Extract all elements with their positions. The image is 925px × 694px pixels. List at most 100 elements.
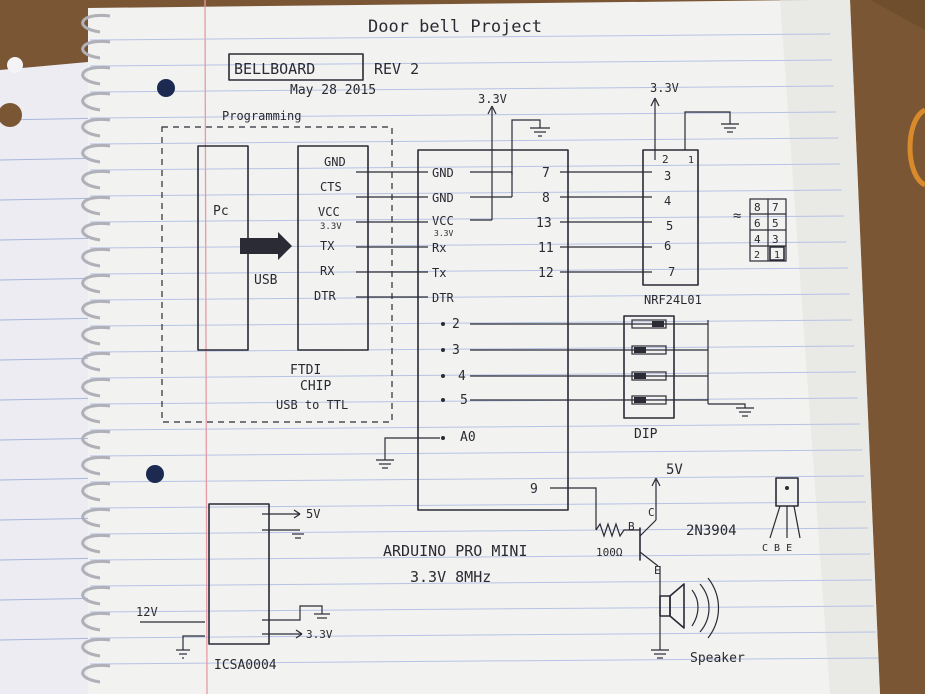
- ftdi-pin-cts: CTS: [320, 180, 342, 194]
- arduino-nrf-wires: [560, 171, 652, 273]
- ground-icon: [292, 533, 304, 539]
- usb-label: USB: [254, 273, 278, 288]
- board-name-box: [228, 53, 364, 81]
- arduino-pin-12: 12: [538, 266, 554, 281]
- resistor-value: 100Ω: [596, 546, 623, 559]
- nrf-grid-8: 8: [754, 201, 761, 214]
- arduino-spec: 3.3V 8MHz: [410, 568, 491, 586]
- arduino-pin-7: 7: [542, 166, 550, 181]
- arduino-pin-tx: Tx: [432, 266, 446, 280]
- arduino-pin-11: 11: [538, 241, 554, 256]
- nrf-grid-3: 3: [772, 233, 779, 246]
- orange-wire: [907, 107, 925, 188]
- nrf-pin-3: 3: [664, 169, 671, 183]
- nrf-grid-1: 1: [774, 250, 780, 261]
- ground-icon: [651, 649, 669, 659]
- arduino-pin-13: 13: [536, 216, 552, 231]
- ftdi-block: [297, 145, 369, 351]
- arduino-pin-gnd2: GND: [432, 191, 454, 205]
- ruled-lines: [89, 33, 879, 665]
- nrf-grid-4: 4: [754, 233, 761, 246]
- board-rev: REV 2: [374, 60, 419, 78]
- regulator-block: [208, 503, 270, 645]
- ftdi-pin-tx: TX: [320, 239, 335, 253]
- ground-icon: [376, 459, 394, 469]
- ftdi-pin-dtr: DTR: [314, 289, 336, 303]
- paper-sheet: [88, 0, 880, 694]
- nrf-module: [642, 149, 699, 286]
- arduino-pin-5: 5: [460, 393, 468, 408]
- transistor-base: B: [628, 520, 635, 533]
- ftdi-label-line3: USB to TTL: [276, 398, 348, 412]
- arduino-pin-dtr: DTR: [432, 291, 454, 305]
- margin-line: [204, 0, 208, 694]
- ground-icon: [721, 123, 739, 133]
- transistor-supply: 5V: [666, 462, 683, 478]
- nrf-pin-2: 2: [662, 153, 669, 166]
- nrf-grid-6: 6: [754, 217, 761, 230]
- nrf-pin-5: 5: [666, 219, 673, 233]
- arduino-pin-rx: Rx: [432, 241, 446, 255]
- punch-hole: [157, 79, 175, 97]
- arduino-vcc-label: 3.3V: [478, 92, 507, 106]
- arduino-pin-9: 9: [530, 482, 538, 497]
- programming-dashed-box: [161, 126, 393, 423]
- arduino-pin-gnd1: GND: [432, 166, 454, 180]
- nrf-label: NRF24L01: [644, 293, 702, 307]
- nrf-grid-5: 5: [772, 217, 779, 230]
- arduino-pin-vcc: VCC: [432, 214, 454, 228]
- ground-icon: [176, 649, 190, 659]
- arduino-pin-a0: A0: [460, 430, 476, 445]
- arduino-dip-wires: [470, 323, 708, 401]
- nrf-pinout-grid: [749, 198, 787, 262]
- dip-label: DIP: [634, 427, 658, 442]
- nrf-pin-1: 1: [688, 155, 694, 166]
- ground-icon: [314, 613, 330, 619]
- arduino-pin-2: 2: [452, 317, 460, 332]
- arduino-pin-vcc-voltage: 3.3V: [434, 229, 453, 238]
- arduino-pin-3: 3: [452, 343, 460, 358]
- speaker-label: Speaker: [690, 651, 745, 666]
- transistor-emitter: E: [654, 564, 661, 577]
- nrf-approx-symbol: ≈: [733, 208, 741, 224]
- transistor-collector: C: [648, 506, 655, 519]
- punch-hole: [146, 465, 164, 483]
- nrf-pin-4: 4: [664, 194, 671, 208]
- ground-wire: [511, 119, 541, 175]
- nrf-grid-7: 7: [772, 201, 779, 214]
- usb-connector-icon: [240, 232, 292, 260]
- arduino-pin-4: 4: [458, 369, 466, 384]
- ftdi-pin-rx: RX: [320, 264, 335, 278]
- regulator-out-3v3: 3.3V: [306, 628, 333, 641]
- programming-label: Programming: [222, 109, 301, 123]
- ftdi-pin-vcc: VCC: [318, 205, 340, 219]
- nrf-pin-7: 7: [668, 265, 675, 279]
- ground-icon: [736, 407, 754, 417]
- nrf-vcc-label: 3.3V: [650, 81, 679, 95]
- ftdi-label-line1: FTDI: [290, 363, 321, 378]
- regulator-in-12v: 12V: [136, 605, 158, 619]
- spiral-binding: [81, 13, 111, 684]
- arduino-block: [417, 149, 569, 511]
- regulator-out-5v: 5V: [306, 507, 320, 521]
- transistor-pin-order: C B E: [762, 543, 792, 554]
- ftdi-pin-gnd: GND: [324, 155, 346, 169]
- board-date: May 28 2015: [290, 83, 376, 98]
- board-name: BELLBOARD: [234, 60, 315, 78]
- arduino-left-pin-dots: [441, 322, 445, 440]
- nrf-grid-2: 2: [754, 250, 760, 261]
- page-title: Door bell Project: [368, 17, 542, 37]
- ftdi-label-line2: CHIP: [300, 379, 331, 394]
- pc-label: Pc: [213, 204, 229, 219]
- ftdi-arduino-wires: [356, 171, 428, 298]
- arduino-pin-8: 8: [542, 191, 550, 206]
- transistor-part: 2N3904: [686, 523, 737, 539]
- speaker-icon: [659, 577, 719, 639]
- dip-switch-toggles: [631, 319, 667, 405]
- ftdi-pin-vcc-voltage: 3.3V: [320, 222, 342, 232]
- resistor-icon: [595, 522, 640, 538]
- nrf-pin-6: 6: [664, 239, 671, 253]
- arduino-name: ARDUINO PRO MINI: [383, 542, 528, 560]
- regulator-label: ICSA0004: [214, 658, 277, 673]
